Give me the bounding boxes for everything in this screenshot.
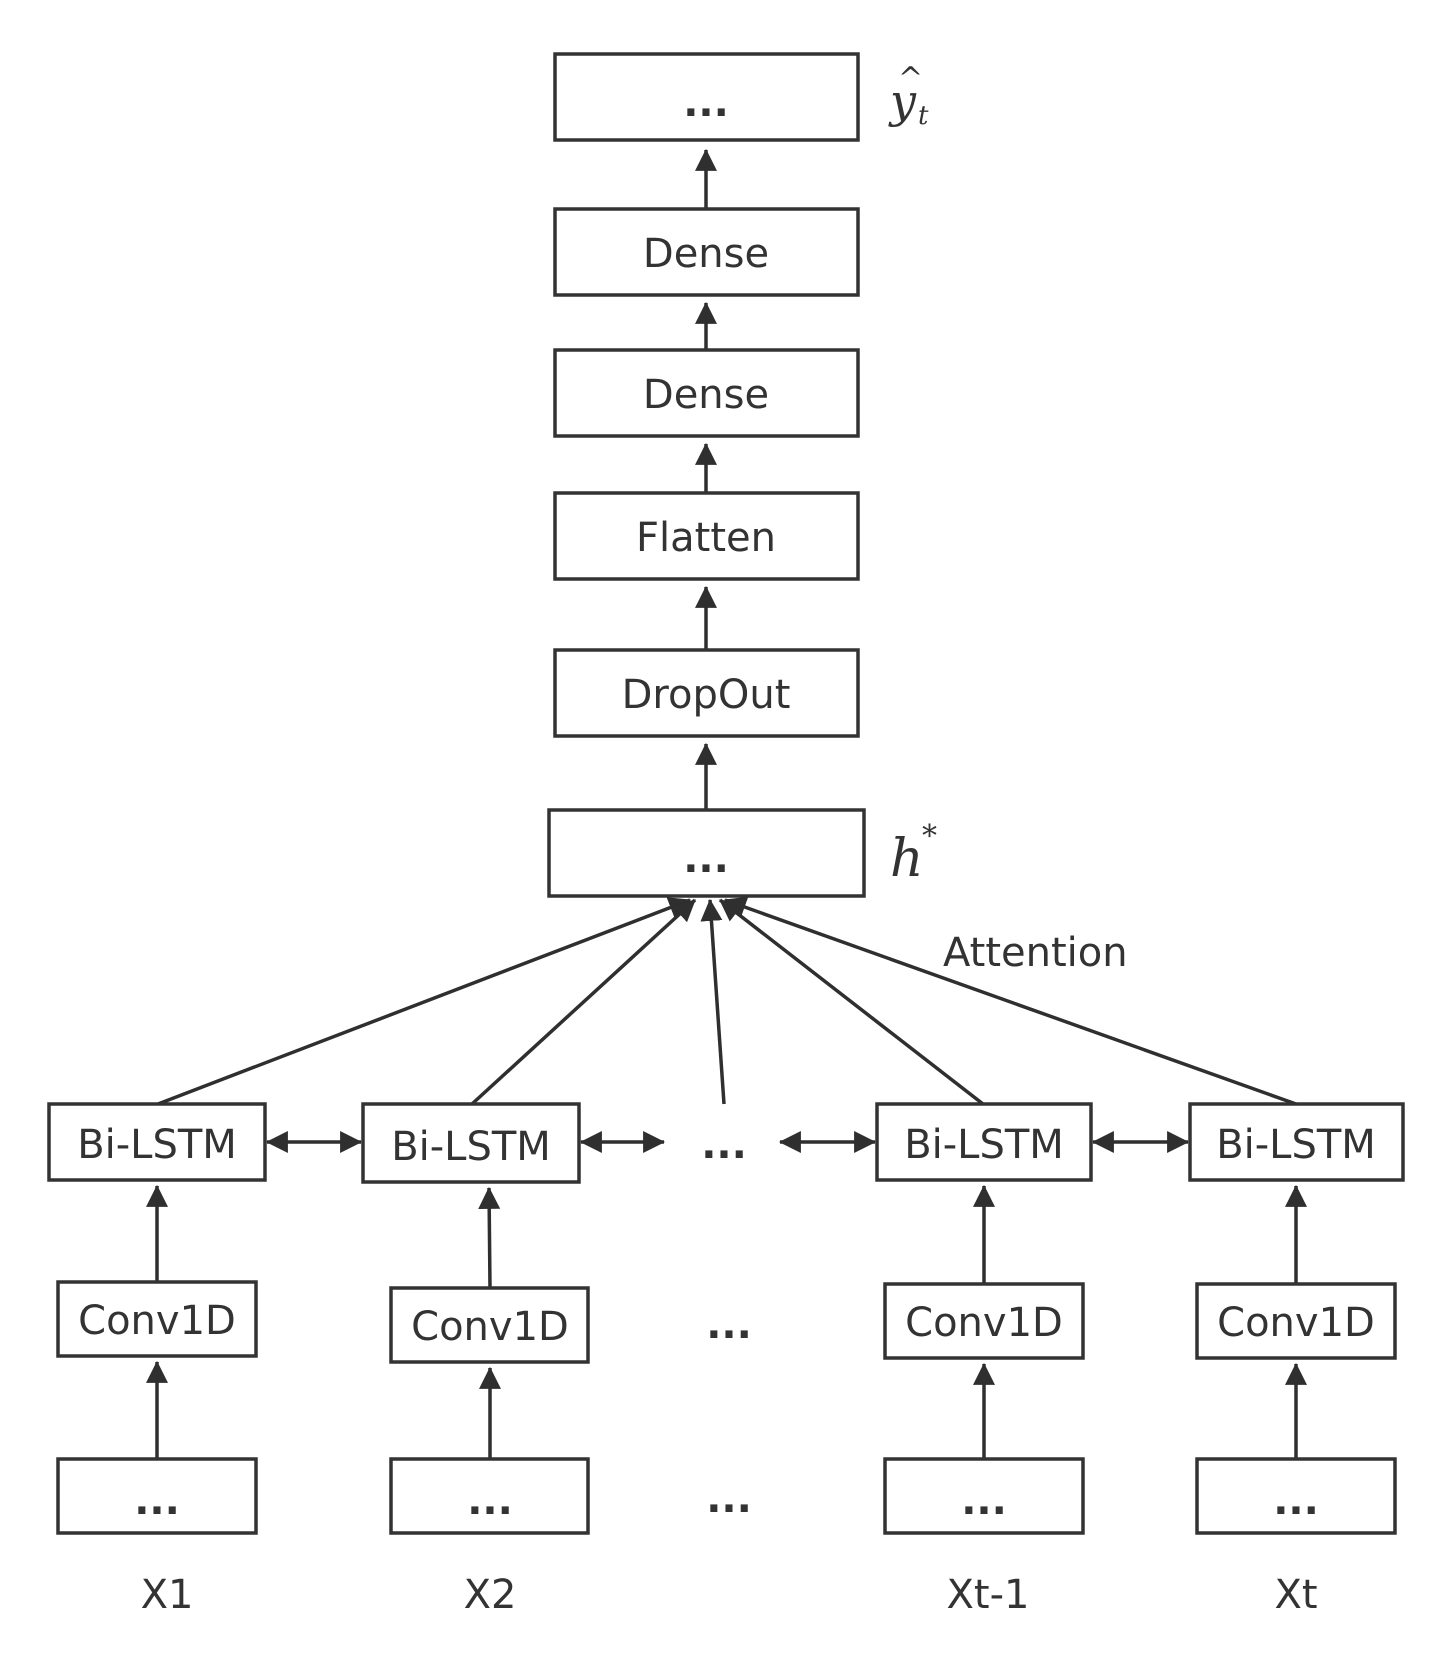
attention-arrow-3 bbox=[700, 898, 726, 1105]
svg-text:t: t bbox=[918, 101, 929, 131]
dense-bottom-box bbox=[553, 348, 860, 438]
attention-arrow-4 bbox=[718, 898, 985, 1106]
input-dots-4: ... bbox=[961, 1478, 1007, 1524]
bilstm-label-1: Bi-LSTM bbox=[77, 1122, 237, 1168]
conv-box-2 bbox=[389, 1286, 590, 1364]
conv-label-4: Conv1D bbox=[905, 1300, 1063, 1346]
flatten-label: Flatten bbox=[636, 515, 776, 561]
svg-text:^: ^ bbox=[898, 61, 923, 96]
x-label-4: Xt-1 bbox=[947, 1572, 1030, 1618]
input-ellipsis: ... bbox=[706, 1476, 752, 1522]
bilstm-box-4 bbox=[875, 1102, 1093, 1182]
dense-top-box bbox=[553, 207, 860, 297]
input-dots-2: ... bbox=[467, 1478, 513, 1524]
dense-bottom-label: Dense bbox=[643, 372, 769, 418]
flatten-box bbox=[553, 491, 860, 581]
conv-box-1 bbox=[56, 1280, 258, 1358]
conv-label-2: Conv1D bbox=[411, 1304, 569, 1350]
bilstm-ellipsis: ... bbox=[701, 1122, 747, 1168]
x-label-1: X1 bbox=[141, 1572, 194, 1618]
bilstm-label-4: Bi-LSTM bbox=[904, 1122, 1064, 1168]
conv-label-1: Conv1D bbox=[78, 1298, 236, 1344]
output-box bbox=[553, 52, 860, 142]
conv-box-4 bbox=[883, 1282, 1085, 1360]
input-box-4 bbox=[883, 1457, 1085, 1535]
x-label-5: Xt bbox=[1274, 1572, 1317, 1618]
context-box bbox=[547, 808, 866, 898]
input-box-5 bbox=[1195, 1457, 1397, 1535]
input-dots-5: ... bbox=[1273, 1478, 1319, 1524]
attention-arrow-2 bbox=[470, 898, 697, 1106]
bilstm-label-5: Bi-LSTM bbox=[1216, 1122, 1376, 1168]
arrow-conv-to-bilstm-2 bbox=[478, 1186, 501, 1289]
bilstm-label-2: Bi-LSTM bbox=[391, 1124, 551, 1170]
input-dots-1: ... bbox=[134, 1478, 180, 1524]
conv-ellipsis: ... bbox=[706, 1302, 752, 1348]
bilstm-box-1 bbox=[47, 1102, 267, 1182]
bilstm-box-5 bbox=[1188, 1102, 1405, 1182]
output-annotation: y ^ t bbox=[888, 61, 929, 131]
svg-text:*: * bbox=[922, 819, 937, 854]
attention-arrow-1 bbox=[157, 897, 692, 1106]
x-label-2: X2 bbox=[464, 1572, 517, 1618]
input-box-2 bbox=[389, 1457, 590, 1535]
dropout-label: DropOut bbox=[622, 672, 791, 718]
context-annotation: h * bbox=[890, 819, 937, 889]
attention-label: Attention bbox=[943, 930, 1128, 976]
conv-box-5 bbox=[1195, 1282, 1397, 1360]
context-box-dots: ... bbox=[683, 836, 729, 882]
svg-text:y: y bbox=[888, 74, 917, 128]
dropout-box bbox=[553, 648, 860, 738]
svg-text:h: h bbox=[890, 829, 924, 889]
bilstm-box-2 bbox=[361, 1102, 581, 1184]
dense-top-label: Dense bbox=[643, 231, 769, 277]
input-box-1 bbox=[56, 1457, 258, 1535]
attention-arrow-5 bbox=[723, 896, 1297, 1106]
output-box-dots: ... bbox=[683, 80, 729, 126]
conv-label-5: Conv1D bbox=[1217, 1300, 1375, 1346]
